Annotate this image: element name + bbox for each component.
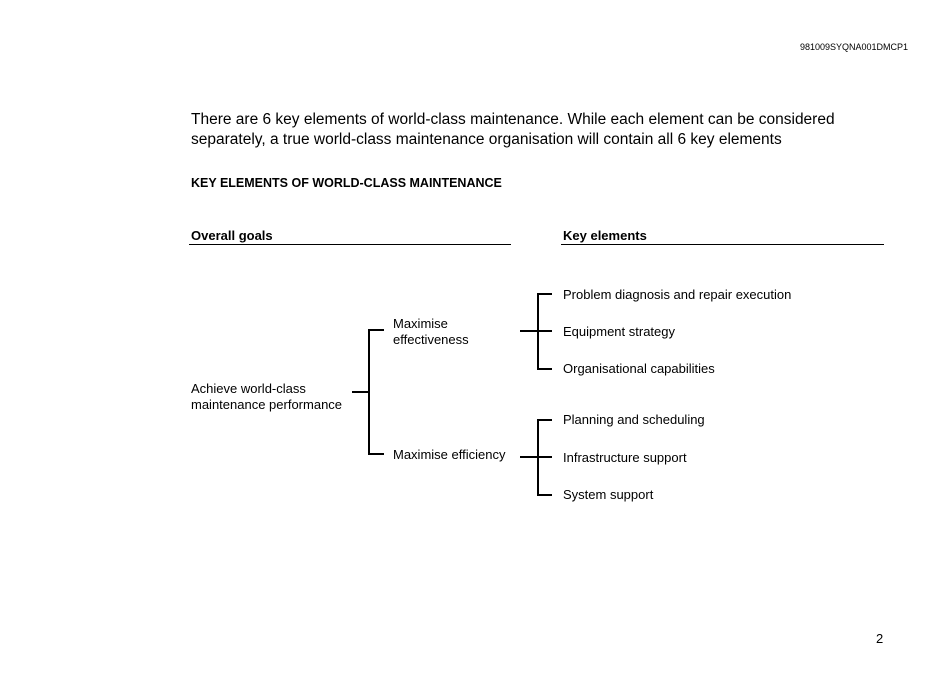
key-element-problem-diagnosis: Problem diagnosis and repair execution — [563, 287, 792, 302]
goal-maximise-effectiveness: Maximise effectiveness — [393, 316, 469, 347]
page-number: 2 — [876, 631, 884, 646]
section-title: KEY ELEMENTS OF WORLD-CLASS MAINTENANCE — [191, 176, 502, 190]
document-id: 981009SYQNA001DMCP1 — [800, 42, 909, 52]
goal-maximise-efficiency: Maximise efficiency — [393, 447, 506, 462]
column-rule-goals — [189, 244, 511, 245]
key-element-equipment-strategy: Equipment strategy — [563, 324, 676, 339]
column-header-goals: Overall goals — [191, 228, 273, 243]
key-element-organisational-capabilities: Organisational capabilities — [563, 361, 715, 376]
column-header-elements: Key elements — [563, 228, 647, 243]
key-element-planning-scheduling: Planning and scheduling — [563, 412, 705, 427]
root-goal: Achieve world-class maintenance performa… — [191, 381, 343, 412]
intro-paragraph: There are 6 key elements of world-class … — [191, 111, 835, 148]
column-rule-elements — [561, 244, 884, 245]
key-element-infrastructure-support: Infrastructure support — [563, 450, 687, 465]
key-element-system-support: System support — [563, 487, 654, 502]
